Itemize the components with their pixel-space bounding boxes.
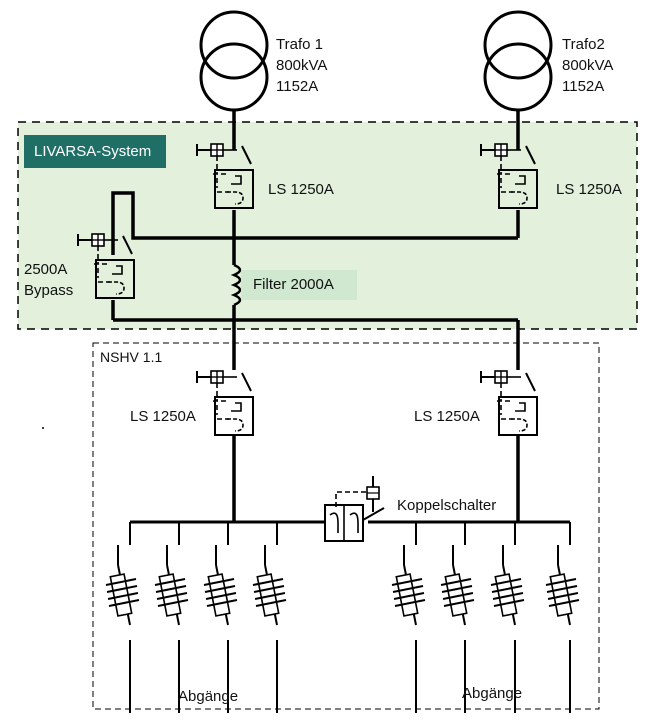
- breaker-label-feed-2: LS 1250A: [414, 408, 480, 425]
- bypass-name: Bypass: [24, 282, 74, 299]
- output-taps: [129, 522, 571, 545]
- trafo-1-power: 800kVA: [276, 57, 328, 74]
- breaker-feed-2: [480, 370, 538, 436]
- output-fuse-1: [105, 544, 140, 714]
- transformer-2-symbol: [483, 10, 553, 112]
- trafo-2-label: Trafo2 800kVA 1152A: [562, 34, 613, 97]
- breaker-label-trafo-1: LS 1250A: [268, 181, 334, 198]
- bypass-label: 2500A Bypass: [24, 259, 73, 301]
- filter-inductor-symbol: [230, 263, 242, 307]
- output-fuse-4: [252, 544, 287, 714]
- outputs-label-left: Abgänge: [178, 688, 239, 705]
- output-fuse-8: [545, 544, 580, 714]
- trafo-1-label: Trafo 1 800kVA 1152A: [276, 34, 327, 97]
- nshv-area: [92, 342, 600, 710]
- trafo-2-current: 1152A: [562, 78, 605, 95]
- coupler-panel: [298, 470, 398, 550]
- breaker-feed-1: [196, 370, 254, 436]
- breaker-label-feed-1: LS 1250A: [130, 408, 196, 425]
- outputs-label-right: Abgänge: [462, 685, 523, 702]
- trafo-2-power: 800kVA: [562, 57, 614, 74]
- livarsa-system-badge: LIVARSA-System: [24, 135, 166, 168]
- output-fuse-5: [391, 544, 426, 714]
- trafo-2-name: Trafo2: [562, 36, 605, 53]
- trafo-1-name: Trafo 1: [276, 36, 323, 53]
- stray-dot: [42, 427, 44, 429]
- trafo-1-current: 1152A: [276, 78, 319, 95]
- busbars: [111, 110, 520, 522]
- filter-badge: Filter 2000A: [241, 270, 357, 300]
- breaker-label-trafo-2: LS 1250A: [556, 181, 622, 198]
- coupler-label: Koppelschalter: [397, 497, 497, 514]
- coupler-switch-symbol: [324, 476, 385, 542]
- transformer-1-symbol: [199, 10, 269, 112]
- bypass-rating: 2500A: [24, 261, 68, 278]
- nshv-label: NSHV 1.1: [100, 349, 163, 365]
